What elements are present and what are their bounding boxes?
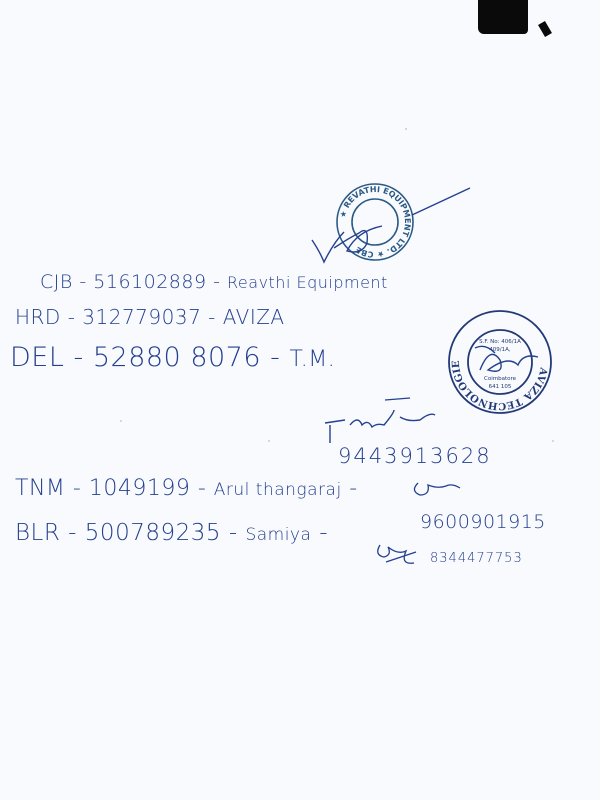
speck: [268, 440, 270, 442]
entry-code: TNM: [15, 476, 66, 501]
entry-code: HRD: [15, 305, 61, 329]
signature: [474, 345, 539, 372]
speck: [405, 128, 407, 130]
scan-artifact: [478, 0, 528, 34]
svg-text:409/1A,: 409/1A,: [489, 347, 511, 353]
entry-code: BLR: [15, 520, 61, 546]
entry-blr: BLR - 500789235 - Samiya -: [15, 520, 329, 546]
svg-text:641 105: 641 105: [489, 384, 512, 390]
signature: [377, 544, 417, 564]
entry-number: 1049199: [88, 476, 191, 501]
phone-blr-primary: 9600901915: [420, 511, 546, 533]
entry-del: DEL - 52880 8076 - T.M.: [10, 342, 336, 373]
svg-text:S.F. No: 406/1A: S.F. No: 406/1A: [479, 339, 521, 345]
entry-hrd: HRD - 312779037 - AVIZA: [15, 305, 285, 329]
entry-party: T.M.: [289, 347, 336, 372]
signature: [413, 482, 461, 496]
phone-tm: 9443913628: [338, 444, 492, 468]
speck: [552, 440, 554, 442]
entry-party: AVIZA: [222, 305, 285, 329]
entry-code: CJB: [40, 271, 73, 293]
speck: [120, 420, 122, 422]
svg-text:Coimbatore: Coimbatore: [484, 376, 517, 382]
entry-party: Arul thangaraj: [213, 480, 342, 500]
entry-party: Reavthi Equipment: [227, 273, 388, 292]
entry-number: 516102889: [93, 271, 207, 293]
entry-cjb: CJB - 516102889 - Reavthi Equipment: [40, 271, 388, 293]
entry-number: 500789235: [84, 520, 221, 546]
phone-blr-secondary: 8344477753: [430, 551, 523, 566]
entry-tnm: TNM - 1049199 - Arul thangaraj -: [15, 476, 358, 501]
signature: [311, 187, 471, 264]
underline: [384, 397, 411, 401]
signature: [324, 409, 436, 443]
entry-code: DEL: [10, 342, 65, 373]
entry-number: 312779037: [82, 305, 202, 329]
entry-number: 52880 8076: [92, 342, 262, 373]
entry-party: Samiya: [245, 525, 312, 545]
